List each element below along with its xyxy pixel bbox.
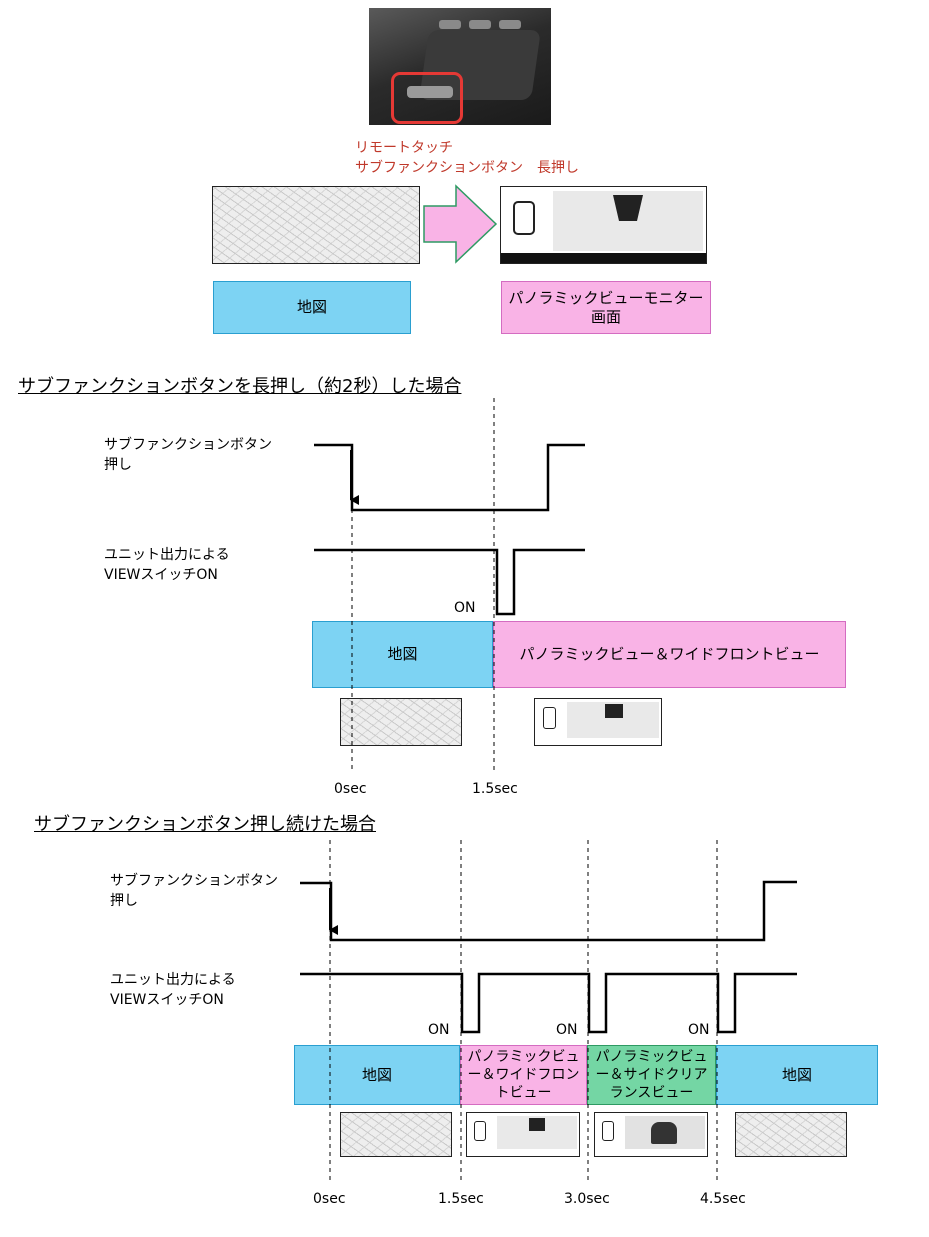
s2-signal2-label-line1: ユニット出力による [110, 972, 236, 988]
s1-view-switch-waveform [314, 548, 585, 616]
section2-title: サブファンクションボタン押し続けた場合 [34, 814, 376, 835]
s1-panoramic-box: パノラミックビュー＆ワイドフロントビュー [493, 621, 846, 688]
s2-signal1-label-line2: 押し [110, 893, 138, 909]
console-button [469, 20, 491, 29]
s2-front-view-line2: ー＆ワイドフロン [467, 1067, 580, 1083]
s1-button-waveform [314, 443, 585, 512]
s2-side-view-line2: ー＆サイドクリア [595, 1067, 708, 1083]
section1-title: サブファンクションボタンを長押し（約2秒）した場合 [18, 376, 462, 397]
screen-bottom-bar [501, 253, 706, 263]
s2-view-switch-waveform [300, 972, 797, 1034]
s1-time-0: 0sec [334, 781, 367, 797]
camera-view [567, 702, 659, 738]
s2-on-label-2: ON [556, 1022, 578, 1038]
map-screen-thumbnail [212, 186, 420, 264]
camera-view [553, 191, 703, 251]
s2-side-view-thumbnail [594, 1112, 708, 1157]
s1-signal1-label-line1: サブファンクションボタン [104, 437, 272, 453]
s2-side-view-line1: パノラミックビュ [595, 1049, 708, 1065]
s1-panoramic-thumbnail [534, 698, 662, 746]
caption-line1: リモートタッチ [355, 140, 453, 156]
console-button [499, 20, 521, 29]
s1-map-box: 地図 [312, 621, 493, 688]
s2-front-view-thumbnail [466, 1112, 580, 1157]
panoramic-screen-thumbnail [500, 186, 707, 264]
s2-side-view-line3: ランスビュー [609, 1085, 694, 1101]
car-icon [513, 201, 535, 235]
s2-map-thumbnail-2 [735, 1112, 847, 1157]
subfunction-button [407, 86, 453, 98]
s2-on-label-3: ON [688, 1022, 710, 1038]
s1-signal2-label-line2: VIEWスイッチON [104, 567, 218, 583]
s2-signal1-label-line1: サブファンクションボタン [110, 873, 278, 889]
caption-line2: サブファンクションボタン 長押し [355, 160, 579, 176]
s2-front-view-line3: トビュー [495, 1085, 552, 1101]
console-photo [369, 8, 551, 125]
s1-signal1-label-line2: 押し [104, 457, 132, 473]
s2-map-thumbnail-1 [340, 1112, 452, 1157]
s2-map-box-2: 地図 [716, 1045, 878, 1105]
s1-signal2-label-line1: ユニット出力による [104, 547, 230, 563]
car-icon [602, 1121, 614, 1141]
car-icon [474, 1121, 486, 1141]
s2-on-label-1: ON [428, 1022, 450, 1038]
s2-map-box-1: 地図 [294, 1045, 460, 1105]
vehicle-front-shape [529, 1118, 545, 1131]
s2-signal2-label-line2: VIEWスイッチON [110, 992, 224, 1008]
s2-time-2: 3.0sec [564, 1191, 610, 1207]
car-icon [543, 707, 556, 729]
camera-view [497, 1116, 577, 1149]
highlight-frame [391, 72, 463, 124]
s2-button-waveform [300, 880, 797, 942]
console-button [439, 20, 461, 29]
s1-map-thumbnail [340, 698, 462, 746]
s2-time-1: 1.5sec [438, 1191, 484, 1207]
s2-time-0: 0sec [313, 1191, 346, 1207]
panoramic-label-box: パノラミックビューモニター画面 [501, 281, 711, 334]
camera-view [625, 1116, 705, 1149]
vehicle-side-shape [651, 1122, 677, 1144]
transition-arrow [423, 184, 498, 264]
s2-front-view-line1: パノラミックビュ [467, 1049, 580, 1065]
s1-time-1: 1.5sec [472, 781, 518, 797]
vehicle-front-shape [605, 704, 623, 718]
s2-time-3: 4.5sec [700, 1191, 746, 1207]
map-label-box: 地図 [213, 281, 411, 334]
s1-on-label: ON [454, 600, 476, 616]
s2-front-view-box: パノラミックビュ ー＆ワイドフロン トビュー [460, 1045, 587, 1105]
